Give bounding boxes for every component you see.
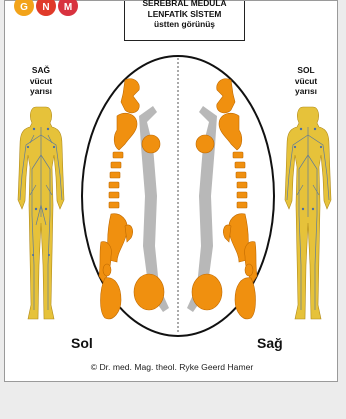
- left-relay-small: [103, 264, 111, 276]
- left-body-side-label: SAĞ vücut yarısı: [16, 65, 66, 97]
- right-relay-bar-2: [235, 162, 245, 168]
- left-label-line-2: vücut: [16, 76, 66, 87]
- left-relay-bar-5: [109, 192, 119, 198]
- left-relay-bar-2: [111, 162, 121, 168]
- brain-top-view: [77, 46, 277, 346]
- left-relay-round: [142, 135, 160, 153]
- right-body-figure: [283, 105, 333, 325]
- left-label-line-1: SAĞ: [16, 65, 66, 76]
- right-relay-bar-5: [237, 192, 247, 198]
- diagram-title: SEREBRAL MEDULA LENFATİK SİSTEM üstten g…: [124, 1, 245, 41]
- right-label-line-1: SOL: [281, 65, 331, 76]
- right-relay-bar-6: [237, 202, 247, 208]
- right-relay-bottom-round: [192, 274, 222, 310]
- title-line-2: LENFATİK SİSTEM: [125, 9, 244, 20]
- right-body-side-label: SOL vücut yarısı: [281, 65, 331, 97]
- right-label-line-3: yarısı: [281, 86, 331, 97]
- right-relay-round: [196, 135, 214, 153]
- title-line-3: üstten görünüş: [125, 19, 244, 30]
- logo-letter-g: G: [20, 2, 28, 13]
- left-relay-bar-6: [109, 202, 119, 208]
- left-body-figure: [16, 105, 66, 325]
- title-line-1: SEREBRAL MEDULA: [125, 0, 244, 9]
- logo-letter-n: N: [42, 2, 49, 13]
- logo-letter-m: M: [64, 2, 72, 13]
- left-relay-bottom-round: [134, 274, 164, 310]
- left-relay-bar-4: [109, 182, 119, 188]
- right-relay-bar-3: [236, 172, 246, 178]
- right-label-line-2: vücut: [281, 76, 331, 87]
- left-label-line-3: yarısı: [16, 86, 66, 97]
- gnm-logo: G N M: [11, 1, 83, 19]
- copyright-text: © Dr. med. Mag. theol. Ryke Geerd Hamer: [5, 362, 339, 372]
- right-relay-bar-4: [237, 182, 247, 188]
- left-relay-bar-1: [113, 152, 123, 158]
- bottom-left-label: Sol: [71, 335, 93, 351]
- diagram-card: G N M SEREBRAL MEDULA LENFATİK SİSTEM üs…: [4, 0, 338, 382]
- right-relay-bar-1: [233, 152, 243, 158]
- left-relay-bar-3: [110, 172, 120, 178]
- bottom-right-label: Sağ: [257, 335, 283, 351]
- right-relay-small: [245, 264, 253, 276]
